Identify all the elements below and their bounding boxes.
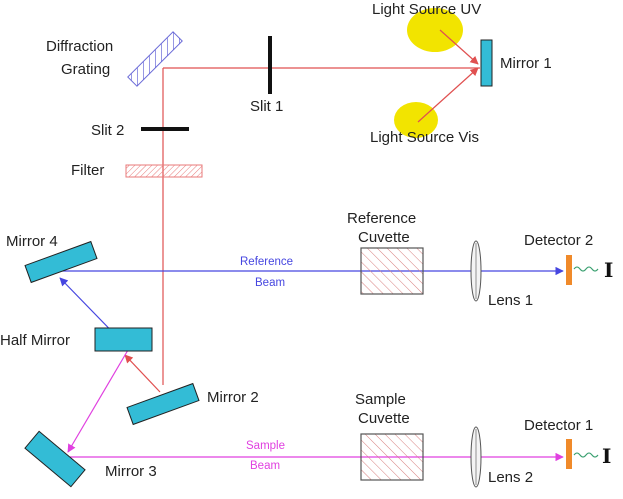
- slit-1: [268, 36, 272, 94]
- mirror-3: [24, 430, 86, 488]
- lens-1: [470, 240, 482, 302]
- lens-1-label: Lens 1: [488, 292, 533, 309]
- sample-cuvette-label-line1: Sample: [355, 391, 406, 408]
- reference-beam-label-line2: Beam: [255, 277, 285, 289]
- detector-1-signal: [573, 452, 599, 458]
- light-source-uv-label: Light Source UV: [372, 1, 481, 18]
- mirror-2-label: Mirror 2: [207, 389, 259, 406]
- lens-2-label: Lens 2: [488, 469, 533, 486]
- detector-2-label: Detector 2: [524, 232, 593, 249]
- mirror2-to-half-beam: [124, 354, 161, 393]
- diffraction-label-line2: Grating: [61, 61, 110, 78]
- lens-2: [470, 426, 482, 488]
- reference-cuvette-label-line2: Cuvette: [358, 229, 410, 246]
- slit-1-label: Slit 1: [250, 98, 283, 115]
- sample-cuvette-label-line2: Cuvette: [358, 410, 410, 427]
- intensity-symbol-reference: I: [604, 258, 613, 282]
- detector-2: [566, 255, 572, 285]
- light-source-uv-glow: [407, 8, 463, 52]
- filter: [125, 164, 203, 178]
- mirror-4: [24, 240, 98, 284]
- detector-2-signal: [573, 266, 599, 272]
- mirror-1: [480, 39, 493, 87]
- reference-beam-label-line1: Reference: [240, 256, 293, 268]
- light-source-vis-label: Light Source Vis: [370, 129, 479, 146]
- intensity-symbol-sample: I: [602, 444, 611, 468]
- half-to-mirror3-beam: [67, 349, 129, 453]
- mirror-3-label: Mirror 3: [105, 463, 157, 480]
- mirror-4-label: Mirror 4: [6, 233, 58, 250]
- slit-2-label: Slit 2: [91, 122, 124, 139]
- vis-beam: [417, 67, 479, 123]
- half-mirror: [94, 327, 153, 352]
- light-source-vis-glow: [394, 102, 438, 138]
- half-mirror-label: Half Mirror: [0, 332, 70, 349]
- filter-label: Filter: [71, 162, 104, 179]
- sample-beam-label-line2: Beam: [250, 460, 280, 472]
- sample-beam-label-line1: Sample: [246, 440, 285, 452]
- uv-beam: [439, 29, 479, 65]
- mirror-2: [126, 382, 200, 426]
- slit-2: [141, 127, 189, 131]
- diffraction-grating: [127, 31, 183, 87]
- diffraction-label-line1: Diffraction: [46, 38, 113, 55]
- detector-1-label: Detector 1: [524, 417, 593, 434]
- reference-cuvette-label-line1: Reference: [347, 210, 416, 227]
- reference-cuvette: [360, 247, 424, 295]
- sample-cuvette: [360, 433, 424, 481]
- detector-1: [566, 439, 572, 469]
- mirror-1-label: Mirror 1: [500, 55, 552, 72]
